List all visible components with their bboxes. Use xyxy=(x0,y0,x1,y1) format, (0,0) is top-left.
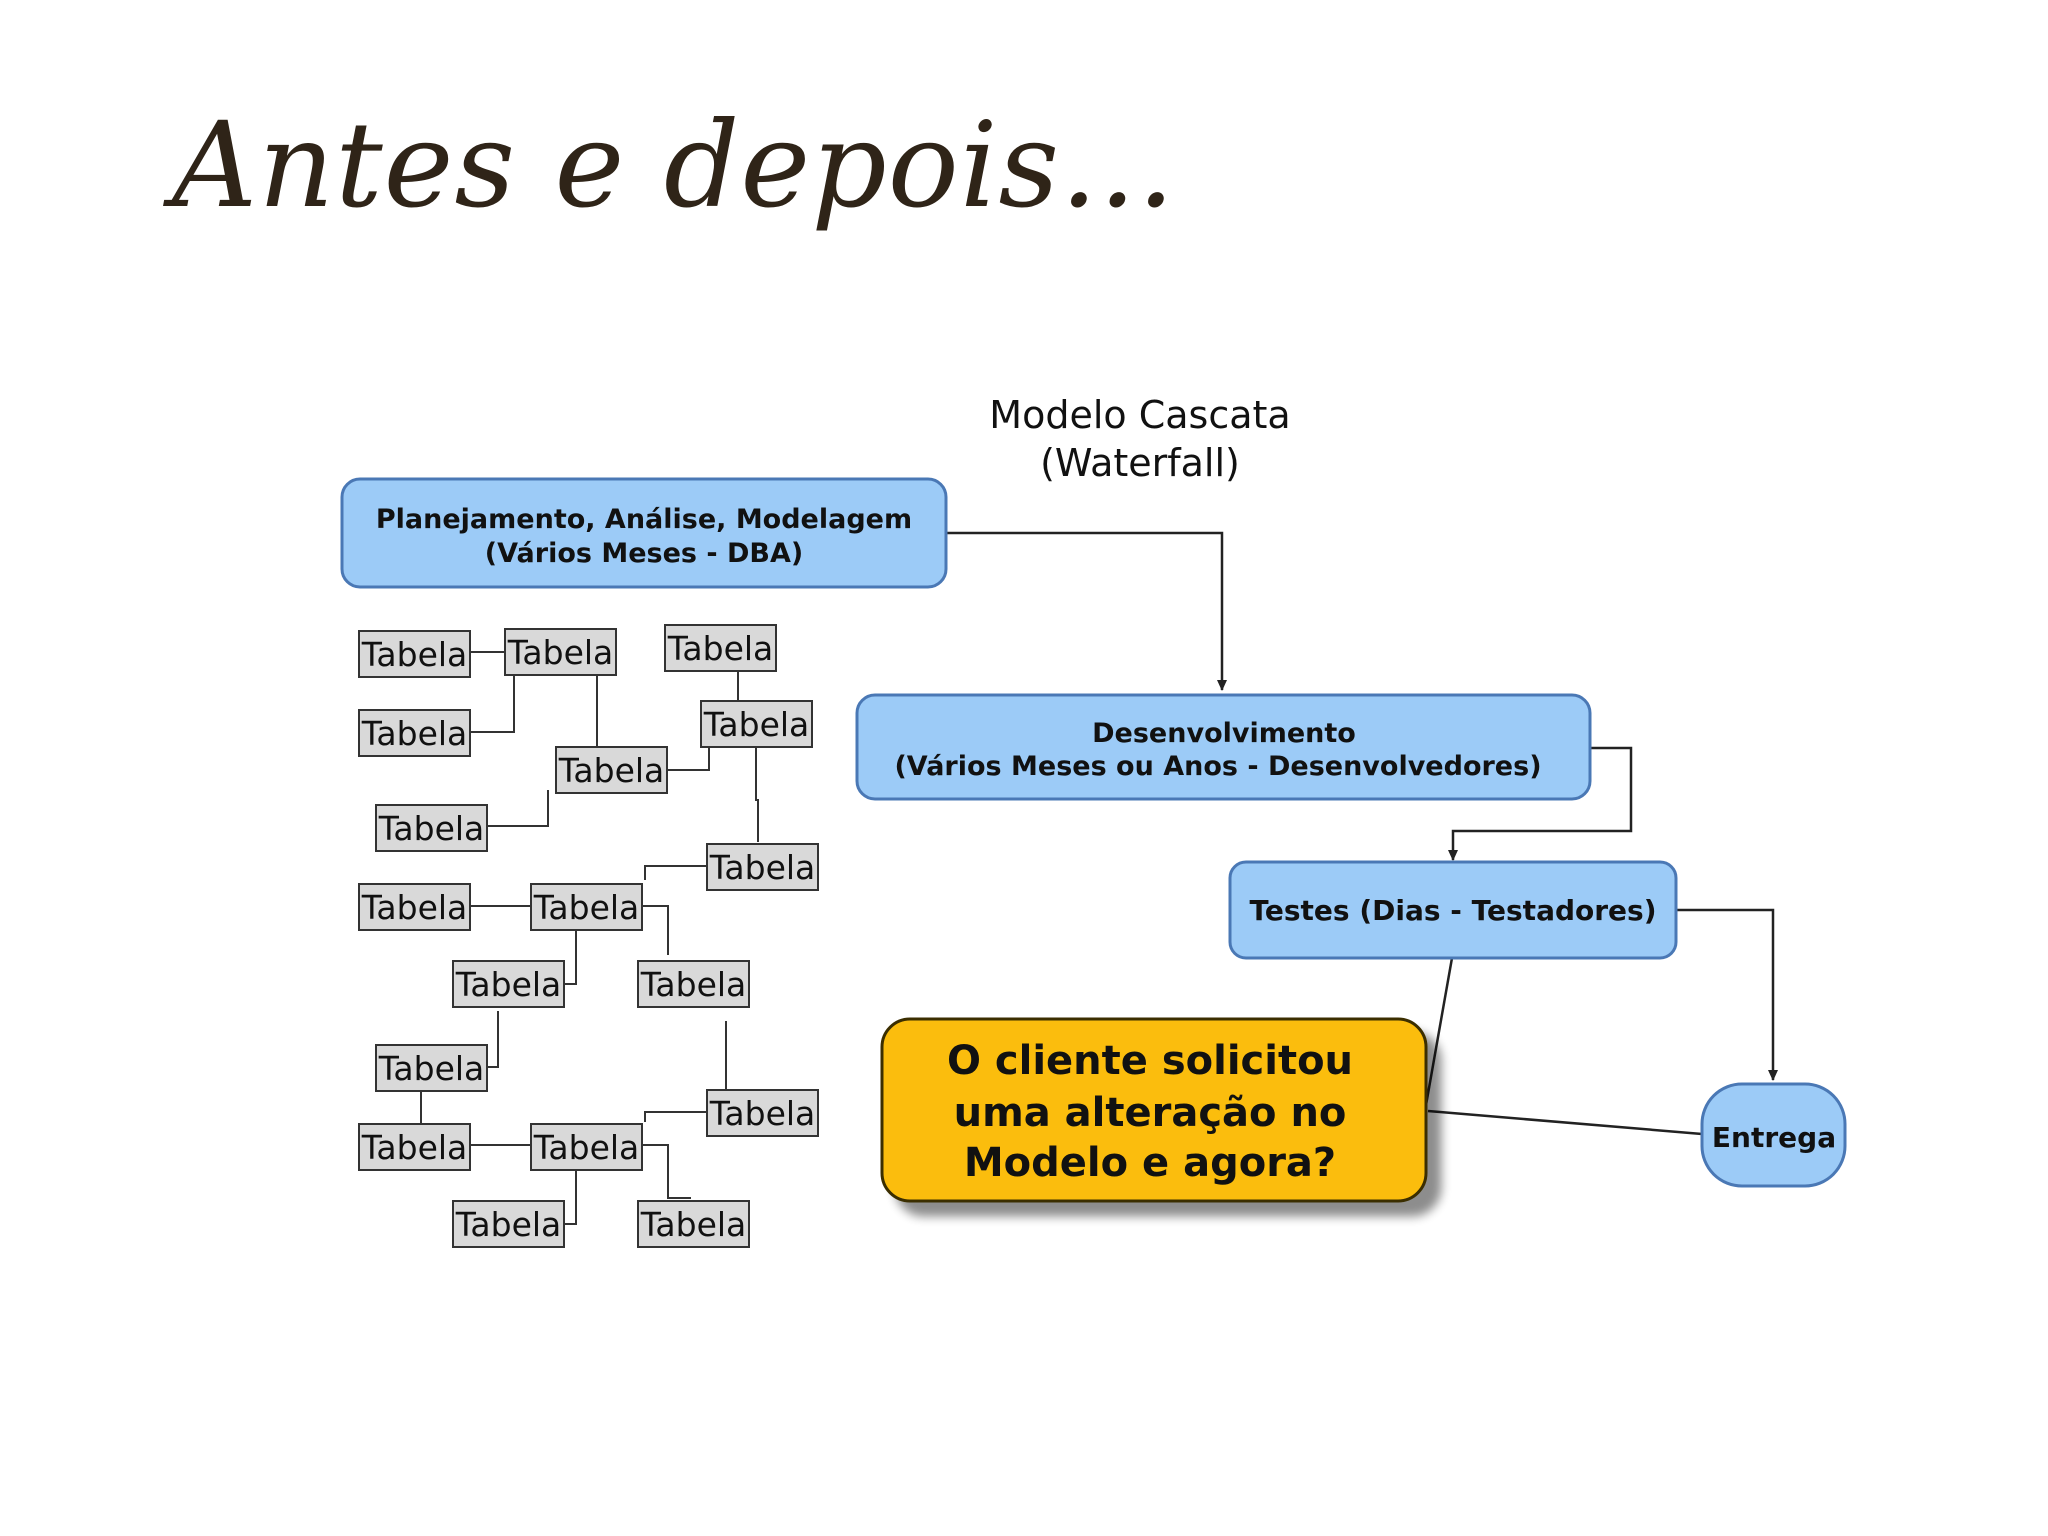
planning-line2: (Vários Meses - DBA) xyxy=(485,538,803,569)
table-box-frame xyxy=(700,700,813,748)
planning-line1: Planejamento, Análise, Modelagem xyxy=(376,504,912,535)
table-box: Tabela xyxy=(555,746,668,794)
table-box: Tabela xyxy=(358,630,471,678)
table-box-frame xyxy=(637,1200,750,1248)
flow-connectors xyxy=(946,531,1778,1136)
table-box-label: Tabela xyxy=(378,1049,485,1088)
development-line1: Desenvolvimento xyxy=(1092,718,1356,749)
table-box: Tabela xyxy=(452,1200,565,1248)
callout-line2: uma alteração no xyxy=(954,1090,1347,1136)
table-box: Tabela xyxy=(637,1200,750,1248)
table-box-label: Tabela xyxy=(709,848,816,887)
table-box-frame xyxy=(358,630,471,678)
table-box-label: Tabela xyxy=(533,888,640,927)
connector-development-to-tests xyxy=(1448,746,1633,861)
table-box-frame xyxy=(530,883,643,931)
table-box: Tabela xyxy=(375,804,488,852)
callout-box: O cliente solicitou uma alteração no Mod… xyxy=(880,1017,1428,1203)
table-box-label: Tabela xyxy=(455,965,562,1004)
tests-box: Testes (Dias - Testadores) xyxy=(1228,860,1678,960)
table-box-frame xyxy=(504,628,617,676)
table-box: Tabela xyxy=(664,624,777,672)
table-box-frame xyxy=(358,883,471,931)
table-box-frame xyxy=(664,624,777,672)
planning-box: Planejamento, Análise, Modelagem (Vários… xyxy=(340,477,948,589)
table-box-frame xyxy=(530,1123,643,1171)
table-box-frame xyxy=(375,804,488,852)
table-box: Tabela xyxy=(358,1123,471,1171)
table-box-frame xyxy=(375,1044,488,1092)
table-box-label: Tabela xyxy=(640,1205,747,1244)
table-box-label: Tabela xyxy=(507,633,614,672)
table-box-label: Tabela xyxy=(378,809,485,848)
callout-line3: Modelo e agora? xyxy=(964,1140,1336,1186)
table-box-label: Tabela xyxy=(361,888,468,927)
table-box-label: Tabela xyxy=(361,714,468,753)
table-box-frame xyxy=(358,1123,471,1171)
slide-title: Antes e depois... xyxy=(172,96,1176,234)
table-box-label: Tabela xyxy=(361,635,468,674)
table-box-frame xyxy=(452,960,565,1008)
table-box-label: Tabela xyxy=(640,965,747,1004)
table-box-label: Tabela xyxy=(667,629,774,668)
diagram-heading-line2: (Waterfall) xyxy=(1040,441,1240,485)
table-box: Tabela xyxy=(637,960,750,1008)
table-box-label: Tabela xyxy=(703,705,810,744)
table-box-label: Tabela xyxy=(361,1128,468,1167)
table-box: Tabela xyxy=(358,709,471,757)
table-box: Tabela xyxy=(530,883,643,931)
tests-label: Testes (Dias - Testadores) xyxy=(1250,894,1657,927)
table-box: Tabela xyxy=(706,1089,819,1137)
table-box-frame xyxy=(452,1200,565,1248)
table-box-label: Tabela xyxy=(709,1094,816,1133)
table-box-frame xyxy=(555,746,668,794)
table-box: Tabela xyxy=(530,1123,643,1171)
table-box-frame xyxy=(706,843,819,891)
table-box-frame xyxy=(637,960,750,1008)
connector-planning-to-development xyxy=(946,531,1227,691)
table-box: Tabela xyxy=(700,700,813,748)
delivery-box: Entrega xyxy=(1700,1082,1847,1188)
table-box-label: Tabela xyxy=(558,751,665,790)
table-box-frame xyxy=(358,709,471,757)
table-box-frame xyxy=(706,1089,819,1137)
table-box: Tabela xyxy=(706,843,819,891)
connector-tests-to-callout xyxy=(1424,957,1454,1106)
delivery-label: Entrega xyxy=(1712,1121,1836,1154)
table-box-label: Tabela xyxy=(533,1128,640,1167)
development-line2: (Vários Meses ou Anos - Desenvolvedores) xyxy=(894,751,1541,782)
connector-callout-to-delivery xyxy=(1427,1109,1703,1136)
table-box-label: Tabela xyxy=(455,1205,562,1244)
development-box: Desenvolvimento (Vários Meses ou Anos - … xyxy=(855,693,1592,801)
diagram-heading-line1: Modelo Cascata xyxy=(989,393,1290,437)
table-connectors xyxy=(420,651,759,1225)
table-box: Tabela xyxy=(375,1044,488,1092)
table-box: Tabela xyxy=(358,883,471,931)
connector-tests-to-delivery xyxy=(1676,908,1778,1081)
table-box: Tabela xyxy=(452,960,565,1008)
callout-line1: O cliente solicitou xyxy=(947,1038,1353,1084)
table-box: Tabela xyxy=(504,628,617,676)
